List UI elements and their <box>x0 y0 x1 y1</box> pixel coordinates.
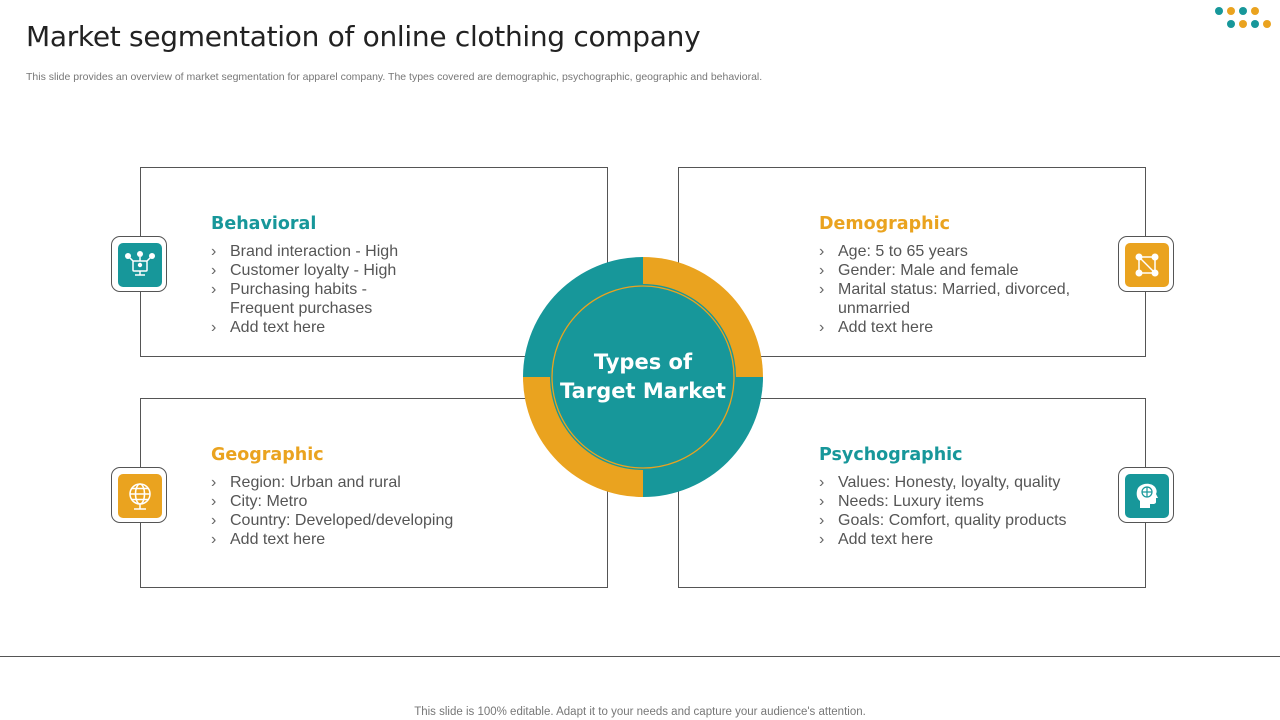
page-title: Market segmentation of online clothing c… <box>26 20 701 53</box>
people-network-icon <box>125 251 155 276</box>
list-item: Brand interaction - High <box>211 242 411 261</box>
center-label: Types of Target Market <box>548 348 738 406</box>
globe-location-icon <box>129 483 151 510</box>
list-item: Add text here <box>211 530 471 549</box>
geographic-list: Region: Urban and rural City: Metro Coun… <box>211 473 471 549</box>
list-item: Region: Urban and rural <box>211 473 471 492</box>
behavioral-title: Behavioral <box>211 214 317 234</box>
center-hub <box>523 257 763 497</box>
demographic-card: Demographic Age: 5 to 65 years Gender: M… <box>678 167 1146 357</box>
list-item: Marital status: Married, divorced, unmar… <box>819 280 1089 318</box>
psychographic-title: Psychographic <box>819 445 963 465</box>
hub-inner-circle <box>550 284 736 470</box>
list-item: Gender: Male and female <box>819 261 1089 280</box>
list-item: City: Metro <box>211 492 471 511</box>
center-label-line1: Types of <box>593 350 693 374</box>
list-item: Customer loyalty - High <box>211 261 411 280</box>
behavioral-icon-frame <box>111 236 167 292</box>
list-item: Needs: Luxury items <box>819 492 1089 511</box>
page-subtitle: This slide provides an overview of marke… <box>26 71 763 83</box>
footer-divider <box>0 656 1280 657</box>
footer-note: This slide is 100% editable. Adapt it to… <box>414 706 866 718</box>
psychographic-list: Values: Honesty, loyalty, quality Needs:… <box>819 473 1089 549</box>
behavioral-card: Behavioral Brand interaction - High Cust… <box>140 167 608 357</box>
geographic-icon-frame <box>111 467 167 523</box>
people-connections-icon <box>1135 253 1159 277</box>
list-item: Purchasing habits - Frequent purchases <box>211 280 411 318</box>
list-item: Goals: Comfort, quality products <box>819 511 1089 530</box>
decorative-dots-logo <box>1214 6 1271 30</box>
demographic-icon-frame <box>1118 236 1174 292</box>
center-label-line2: Target Market <box>560 379 726 403</box>
hub-inner-ring <box>551 285 735 469</box>
demographic-list: Age: 5 to 65 years Gender: Male and fema… <box>819 242 1089 337</box>
list-item: Values: Honesty, loyalty, quality <box>819 473 1089 492</box>
geographic-card: Geographic Region: Urban and rural City:… <box>140 398 608 588</box>
list-item: Add text here <box>819 318 1089 337</box>
behavioral-list: Brand interaction - High Customer loyalt… <box>211 242 411 337</box>
demographic-title: Demographic <box>819 214 950 234</box>
list-item: Add text here <box>819 530 1089 549</box>
list-item: Add text here <box>211 318 411 337</box>
psychographic-icon-frame <box>1118 467 1174 523</box>
list-item: Age: 5 to 65 years <box>819 242 1089 261</box>
brain-head-icon <box>1136 483 1158 508</box>
geographic-title: Geographic <box>211 445 324 465</box>
list-item: Country: Developed/developing <box>211 511 471 530</box>
psychographic-card: Psychographic Values: Honesty, loyalty, … <box>678 398 1146 588</box>
